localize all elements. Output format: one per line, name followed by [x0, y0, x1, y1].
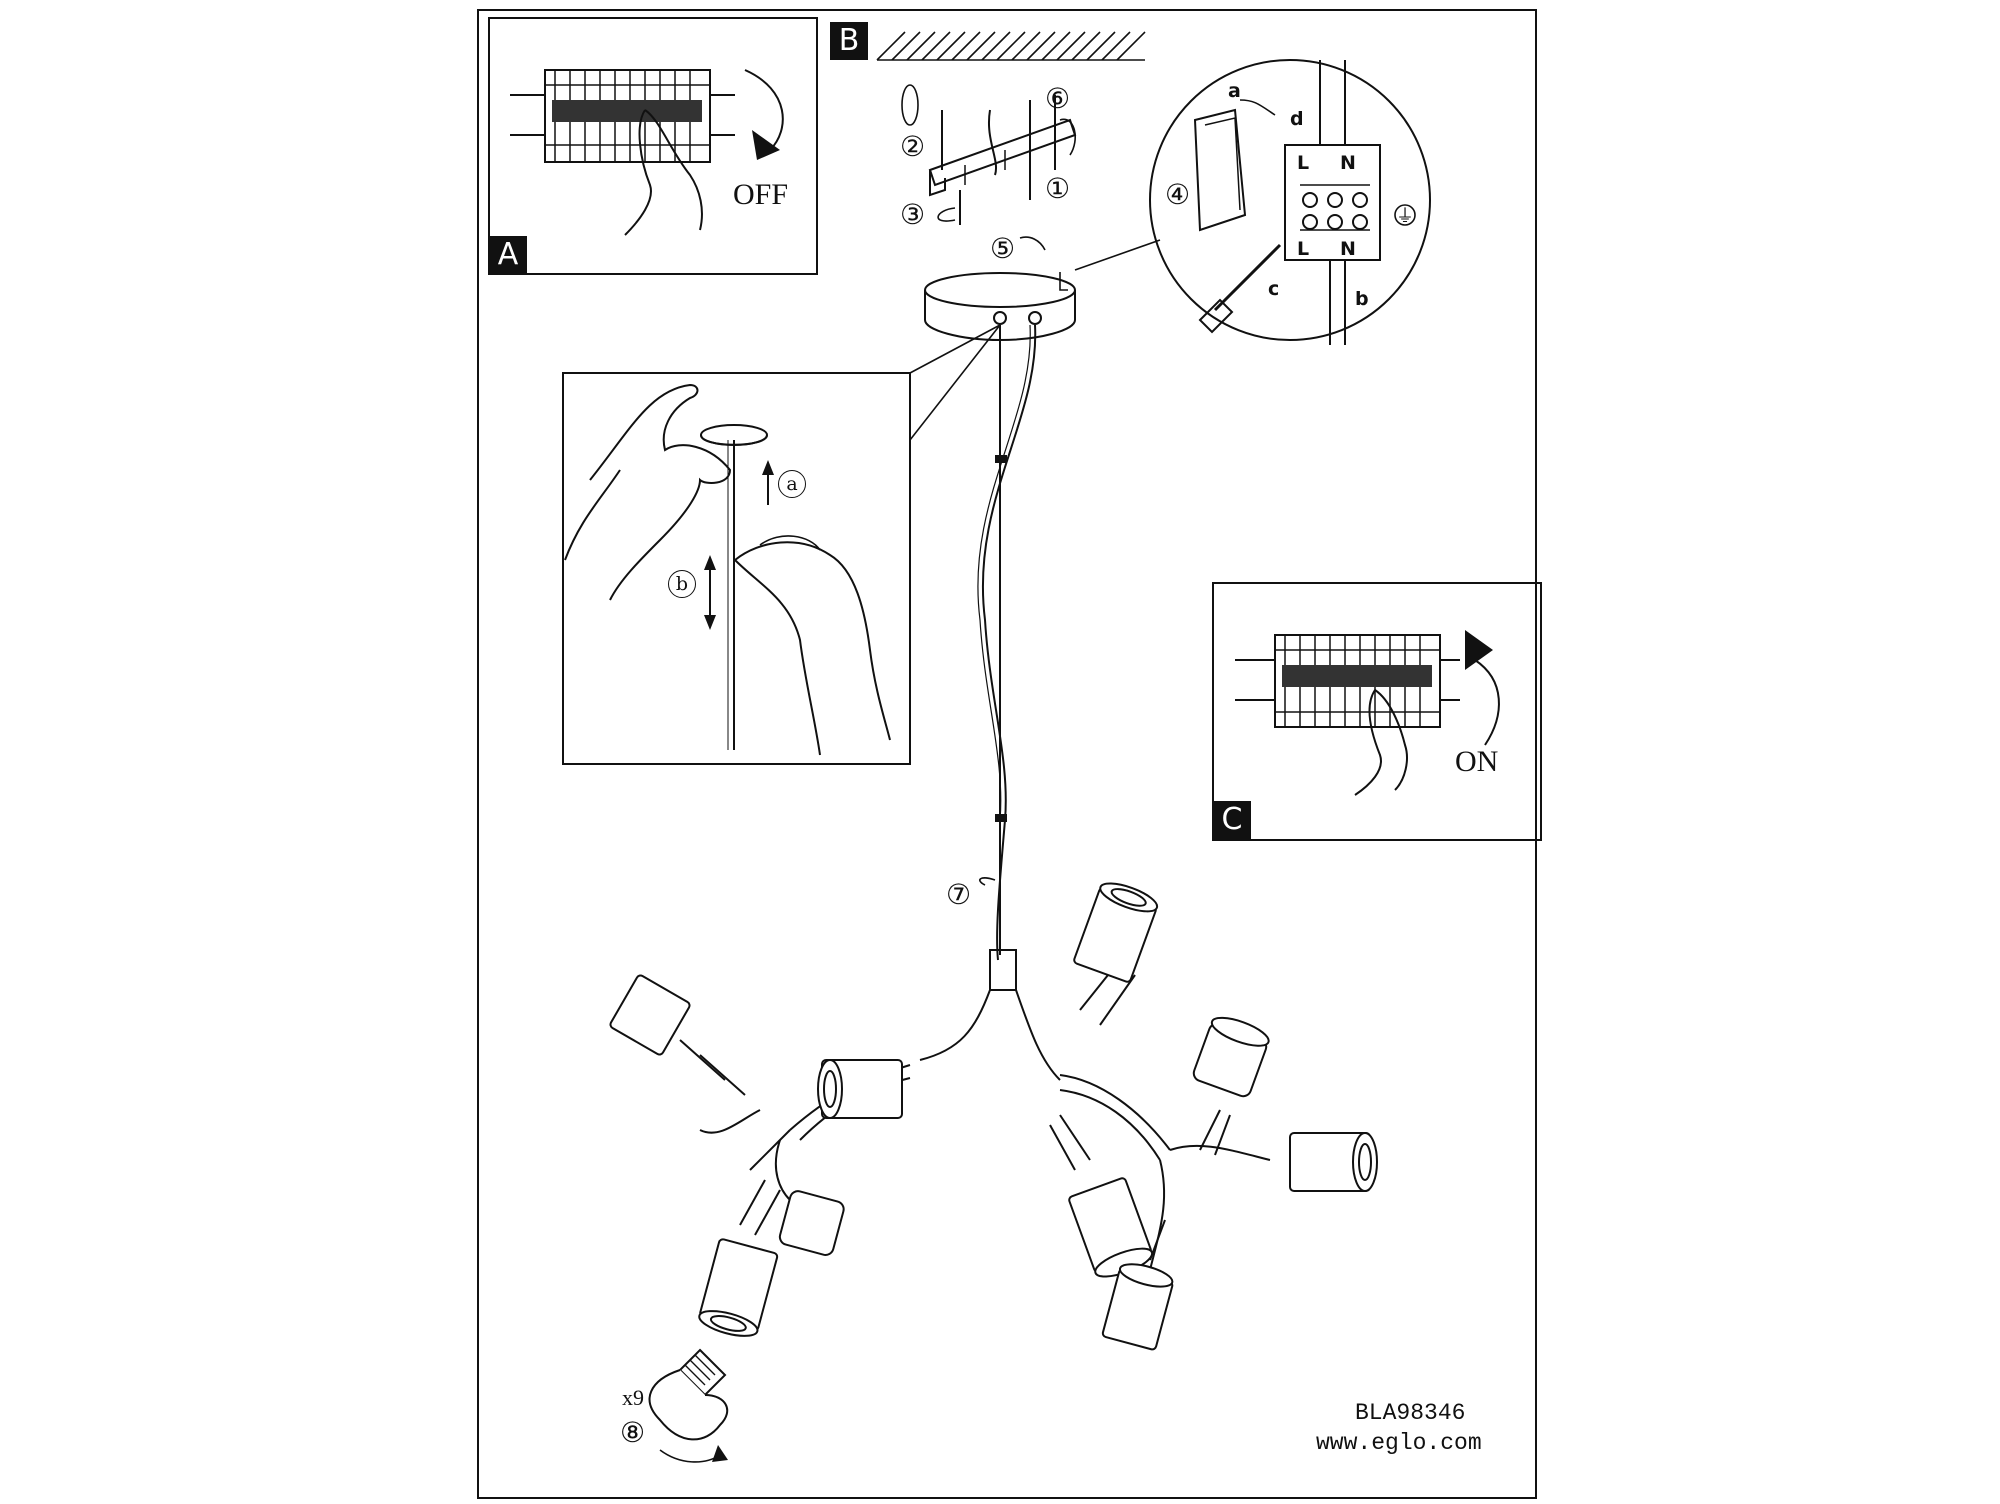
panel-b-mounting [830, 22, 1146, 225]
ceiling-canopy [924, 236, 1076, 342]
lamp-sockets [609, 882, 1378, 1351]
bulb-quantity-label: x9 [622, 1385, 644, 1410]
website-link[interactable]: www.eglo.com [1316, 1430, 1482, 1456]
wiring-d-label: d [1290, 108, 1304, 130]
suspension-cable [977, 324, 1037, 961]
wiring-a-label: a [1228, 80, 1241, 102]
wiring-callout [1074, 59, 1431, 345]
step-8-label: ⑧ [620, 1418, 646, 1449]
step-1-label: ① [1045, 174, 1071, 205]
terminal-n-top-label: N [1340, 152, 1356, 174]
terminal-n-bottom-label: N [1340, 238, 1356, 260]
step-2-label: ② [900, 132, 926, 163]
cable-step-a-label: a [778, 470, 806, 498]
off-label: OFF [733, 178, 789, 211]
panel-c-breaker-on [1212, 582, 1542, 841]
terminal-l-bottom-label: L [1297, 238, 1310, 260]
step-4-label: ④ [1165, 180, 1191, 211]
ground-icon: ⏚ [1396, 206, 1414, 227]
on-label: ON [1455, 745, 1499, 778]
terminal-l-top-label: L [1297, 152, 1310, 174]
panel-a-breaker-off [488, 17, 818, 275]
wiring-c-label: c [1268, 278, 1280, 300]
panel-b-tag: B [830, 22, 868, 60]
panel-a-tag: A [489, 236, 527, 274]
panel-c-tag: C [1213, 801, 1251, 839]
step-3-label: ③ [900, 200, 926, 231]
model-number: BLA98346 [1355, 1400, 1466, 1426]
step-5-label: ⑤ [990, 234, 1016, 265]
step-7-label: ⑦ [946, 880, 972, 911]
step-6-label: ⑥ [1045, 84, 1071, 115]
cable-step-b-label: b [668, 570, 696, 598]
wiring-b-label: b [1355, 288, 1369, 310]
light-bulb-icon [648, 1348, 729, 1463]
chandelier-body [679, 949, 1271, 1271]
outer-frame [477, 9, 1537, 1499]
panel-cable-adjust [562, 324, 1001, 765]
